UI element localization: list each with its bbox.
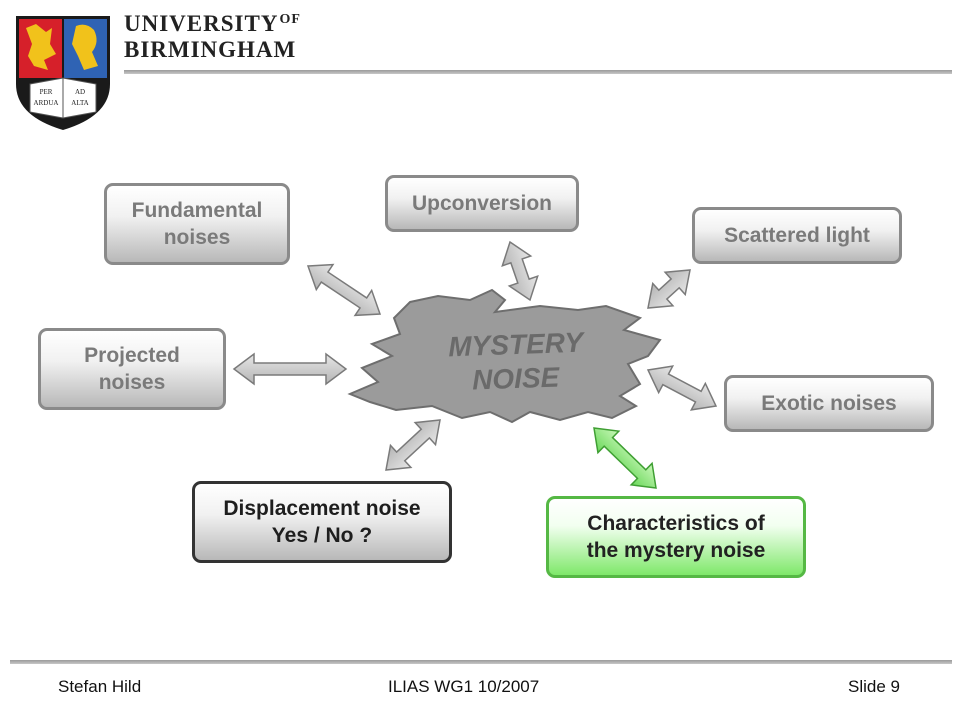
- arrow-displacement: [385, 419, 441, 471]
- arrow-projected: [232, 352, 348, 386]
- svg-text:ALTA: ALTA: [71, 99, 88, 107]
- footer-rule: [10, 660, 952, 664]
- fundamental-noises-box: Fundamental noises: [104, 183, 290, 265]
- svg-text:PER: PER: [40, 88, 53, 96]
- university-word: UNIVERSITY: [124, 11, 279, 36]
- characteristics-box: Characteristics of the mystery noise: [546, 496, 806, 578]
- footer-author: Stefan Hild: [58, 677, 142, 696]
- arrow-fundamental: [306, 263, 382, 317]
- arrow-exotic: [646, 365, 718, 411]
- footer-event: ILIAS WG1 10/2007: [388, 677, 540, 696]
- arrow-upconversion: [501, 240, 539, 302]
- university-crest-logo: PER ARDUA AD ALTA: [16, 16, 110, 130]
- footer-slide-number: Slide 9: [848, 677, 900, 696]
- projected-noises-box: Projected noises: [38, 328, 226, 410]
- university-wordmark: UNIVERSITYOF BIRMINGHAM: [124, 12, 301, 61]
- arrow-characteristics: [593, 427, 657, 489]
- scattered-light-box: Scattered light: [692, 207, 902, 264]
- university-of: OF: [279, 12, 301, 27]
- svg-text:ARDUA: ARDUA: [34, 99, 59, 107]
- upconversion-box: Upconversion: [385, 175, 579, 232]
- mystery-noise-blob: [347, 288, 662, 424]
- svg-text:AD: AD: [75, 88, 85, 96]
- mystery-noise-label-line2: NOISE: [472, 361, 561, 395]
- arrow-scattered: [647, 269, 691, 309]
- birmingham-word: BIRMINGHAM: [124, 37, 297, 62]
- mystery-noise-label-line1: MYSTERY: [448, 327, 586, 363]
- displacement-noise-box: Displacement noise Yes / No ?: [192, 481, 452, 563]
- header-rule: [124, 70, 952, 74]
- exotic-noises-box: Exotic noises: [724, 375, 934, 432]
